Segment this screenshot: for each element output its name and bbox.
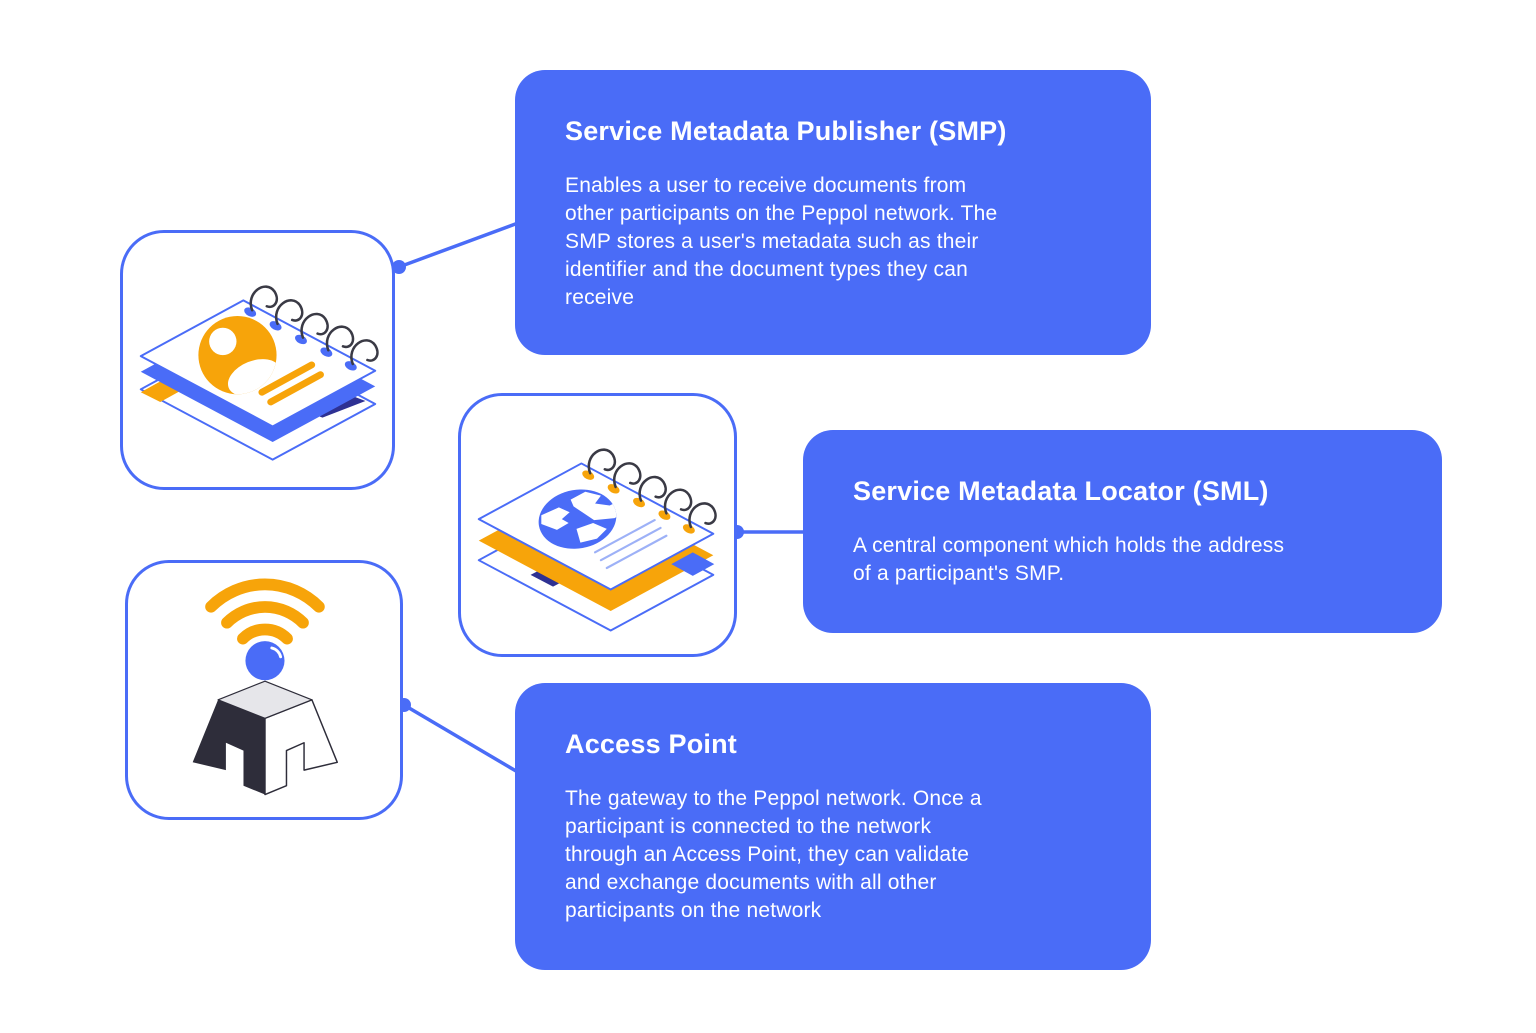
access-point-card-title: Access Point: [565, 729, 737, 759]
globe-notebook-icon: [477, 448, 717, 632]
notebook-illustration: [477, 448, 717, 632]
sml-card-body: A central component which holds the addr…: [853, 534, 1285, 585]
sml-card: Service Metadata Locator (SML) A central…: [803, 430, 1442, 633]
globe: [538, 489, 622, 549]
access-point-card-body: The gateway to the Peppol network. Once …: [565, 787, 982, 922]
smp-connector-line: [398, 221, 519, 269]
smp-card-title: Service Metadata Publisher (SMP): [565, 116, 1007, 146]
ap-connector-line: [403, 703, 517, 773]
smp-card: Service Metadata Publisher (SMP) Enables…: [515, 70, 1151, 355]
contact-notebook-icon: [139, 285, 379, 461]
wifi-beacon-icon: [192, 578, 339, 796]
smp-card-body: Enables a user to receive documents from…: [565, 174, 998, 309]
blue-tab: [671, 552, 715, 576]
access-point-card: Access Point The gateway to the Peppol n…: [515, 683, 1151, 970]
sml-icon-card: [458, 393, 737, 657]
wifi-icon: [205, 578, 325, 645]
smp-icon-card: [120, 230, 395, 490]
access-point-icon-card: [125, 560, 403, 820]
smp-connector-dot: [392, 260, 406, 274]
sml-card-title: Service Metadata Locator (SML): [853, 476, 1269, 506]
notebook-illustration: [139, 285, 379, 461]
arch-figure: [192, 680, 339, 796]
beacon-sphere: [245, 641, 285, 681]
